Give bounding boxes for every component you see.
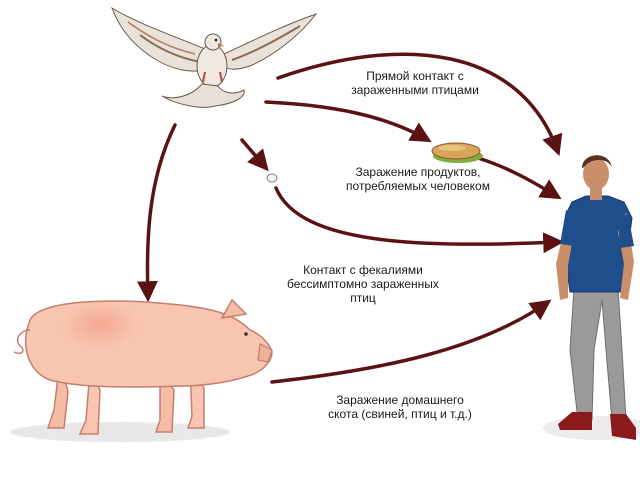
- arrow-food-to-human: [476, 156, 562, 200]
- arrow-bird-to-food: [264, 100, 432, 143]
- arrow-pig-to-human: [270, 299, 552, 384]
- label-food-contamination: Заражение продуктов, потребляемых челове…: [318, 165, 518, 193]
- transmission-arrows: [136, 52, 565, 384]
- label-line: Прямой контакт с: [366, 69, 464, 83]
- person-icon: [543, 155, 640, 440]
- label-line: Заражение продуктов,: [355, 165, 481, 179]
- sandwich-icon: [431, 142, 483, 163]
- arrow-dropping-to-human: [274, 186, 565, 254]
- label-line: птиц: [350, 291, 376, 305]
- arrow-bird-to-human-direct: [276, 52, 563, 156]
- label-feces-contact: Контакт с фекалиями бессимптомно заражен…: [268, 263, 458, 305]
- label-line: потребляемых человеком: [346, 179, 490, 193]
- label-line: скота (свиней, птиц и т.д.): [328, 407, 472, 421]
- label-line: зараженными птицами: [351, 83, 479, 97]
- label-direct-contact: Прямой контакт с зараженными птицами: [335, 69, 495, 97]
- arrow-bird-to-pig: [136, 123, 177, 303]
- label-livestock-infection: Заражение домашнего скота (свиней, птиц …: [300, 393, 500, 421]
- label-line: Заражение домашнего: [336, 393, 464, 407]
- label-line: бессимптомно зараженных: [287, 277, 439, 291]
- dropping-icon: [266, 173, 278, 183]
- label-line: Контакт с фекалиями: [303, 263, 423, 277]
- pigeon-icon: [111, 6, 318, 108]
- arrow-bird-to-dropping: [240, 138, 269, 172]
- pig-icon: [10, 298, 273, 442]
